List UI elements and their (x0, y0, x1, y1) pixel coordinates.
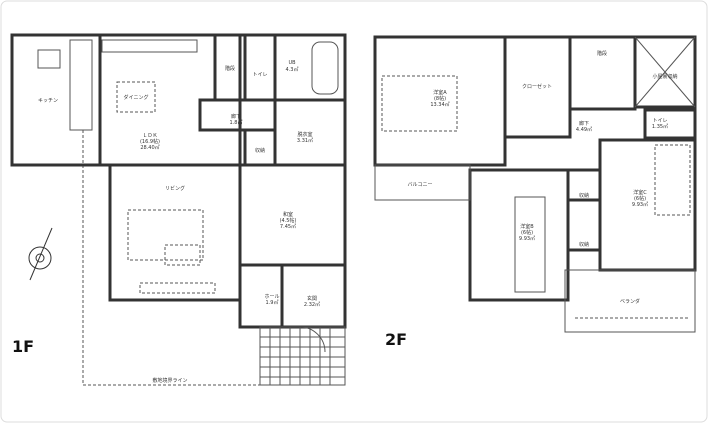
hallway-label: 廊下 (231, 113, 241, 120)
toilet-2f-area: 1.35㎡ (652, 123, 668, 130)
western-room-b-size: (6帖) (521, 229, 533, 236)
veranda-label: ベランダ (620, 298, 640, 305)
boundary-label: 敷地境界ライン (152, 377, 187, 384)
japanese-room-label: 和室 (283, 211, 293, 218)
bed-c (654, 144, 691, 216)
japanese-room-area: 7.45㎡ (280, 223, 296, 230)
balcony (374, 164, 471, 201)
hall-area: 1.9㎡ (266, 299, 279, 306)
hallway-area: 1.8㎡ (230, 119, 243, 126)
kitchen-counter (69, 39, 93, 131)
closet-label: クローゼット (522, 83, 552, 90)
ub-label: UB (288, 60, 296, 66)
hall-label: ホール (264, 294, 279, 300)
washroom-label: 脱衣室 (297, 131, 312, 138)
tv-board (139, 282, 216, 294)
storage-2f-1-label: 収納 (579, 192, 589, 199)
toilet-2f (643, 108, 697, 140)
porch-tiles (259, 326, 346, 386)
balcony-label: バルコニー (408, 182, 433, 188)
stairs-2f-label: 階段 (597, 50, 607, 57)
entrance-area: 2.32㎡ (304, 301, 320, 308)
attic-cross (634, 36, 696, 108)
dining-label: ダイニング (123, 94, 148, 101)
toilet-1f (243, 33, 277, 102)
kitchen-label: キッチン (38, 98, 58, 104)
western-room-a-label: 洋室A (433, 89, 447, 96)
living-label: リビング (165, 185, 185, 192)
attic-storage-label: 小屋裏収納 (652, 73, 677, 80)
entrance-label: 玄関 (307, 295, 317, 302)
hallway-2f-label: 廊下 (579, 120, 589, 127)
floor-2: 洋室A (8帖) 13.34㎡ クローゼット 階段 小屋裏収納 トイレ 1.35… (373, 35, 697, 349)
western-room-a-area: 13.34㎡ (430, 101, 449, 108)
stairs-2f (568, 35, 637, 111)
toilet-2f-label: トイレ (652, 118, 667, 124)
ldk-label: ＬＤＫ (142, 133, 157, 139)
western-room-c-label: 洋室C (633, 189, 647, 196)
compass-icon (28, 227, 53, 281)
site-boundary-line (82, 130, 260, 386)
washroom-area: 3.31㎡ (297, 137, 313, 144)
floor-1: 敷地境界ライン キッチン ダイニング ＬＤＫ (16.9帖) 28.40㎡ リビ… (10, 33, 347, 386)
western-room-b (468, 168, 570, 302)
western-room-c-size: (6帖) (634, 195, 646, 202)
toilet-label: トイレ (252, 72, 267, 78)
bathtub (311, 41, 339, 95)
ldk-area: 28.40㎡ (140, 144, 159, 151)
coffee-table (164, 244, 201, 266)
western-room-c-area: 9.93㎡ (632, 201, 648, 208)
attic-storage (633, 35, 697, 109)
japanese-room-size: (4.5帖) (280, 217, 297, 224)
ldk-size: (16.9帖) (140, 138, 160, 145)
storage-label: 収納 (255, 147, 265, 154)
bed-b (514, 196, 546, 293)
storage-2f-2-label: 収納 (579, 241, 589, 248)
western-room-b-area: 9.93㎡ (519, 235, 535, 242)
stairs-label: 階段 (225, 65, 235, 72)
western-room-a-size: (8帖) (434, 95, 446, 102)
veranda (564, 269, 696, 333)
ub-area: 4.3㎡ (286, 66, 299, 73)
deck (101, 39, 198, 53)
bed-a (381, 75, 458, 132)
hallway-2f-area: 4.49㎡ (576, 126, 592, 133)
dining-table (116, 81, 156, 113)
floor-1-label: 1F (12, 337, 34, 356)
fridge (37, 49, 61, 69)
western-room-b-label: 洋室B (520, 223, 534, 230)
floor-2-label: 2F (385, 330, 407, 349)
entrance-door-swing (299, 326, 326, 353)
